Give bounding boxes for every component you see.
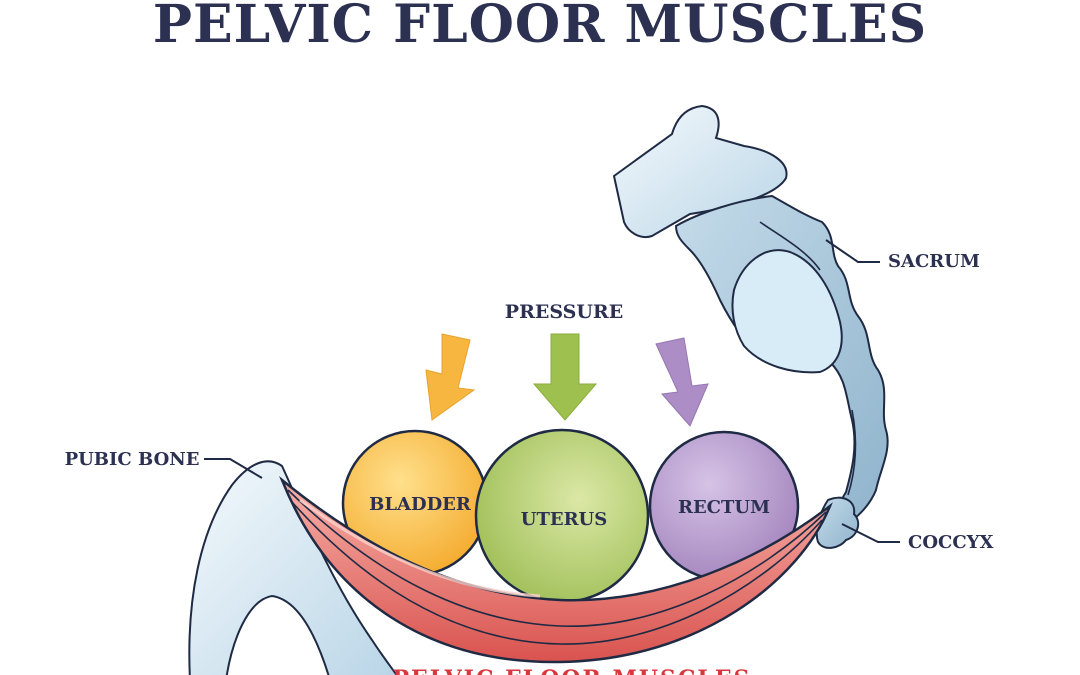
pubic-bone-shape <box>188 460 398 675</box>
page-title: PELVIC FLOOR MUSCLES <box>152 0 928 55</box>
sacrum-label: SACRUM <box>888 251 980 272</box>
pressure-arrow-purple <box>655 337 709 427</box>
pressure-arrow-orange <box>425 333 476 421</box>
pubic-bone-label: PUBIC BONE <box>65 449 200 470</box>
leader-lines <box>204 239 900 543</box>
rectum-label: RECTUM <box>678 497 770 518</box>
pressure-arrow-green <box>532 333 598 421</box>
muscles-label: PELVIC FLOOR MUSCLES <box>392 666 751 675</box>
coccyx-label: COCCYX <box>908 532 994 553</box>
sacrum-shape <box>612 104 889 532</box>
pressure-label: PRESSURE <box>505 301 623 323</box>
uterus-label: UTERUS <box>521 509 607 530</box>
bladder-label: BLADDER <box>369 494 472 515</box>
muscle-sling <box>279 475 833 664</box>
